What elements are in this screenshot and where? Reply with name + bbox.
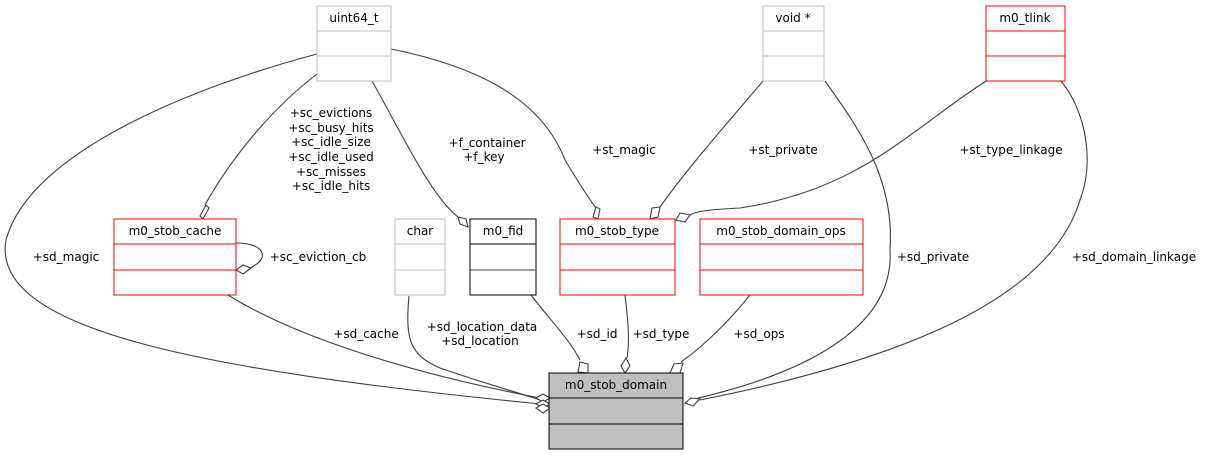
- edge-sd-domain-linkage: [699, 80, 1088, 401]
- edge-label-sd-cache: +sd_cache: [333, 327, 398, 341]
- diamond-icon: [577, 361, 589, 374]
- edge-label-sc-idle-size: +sc_idle_size: [291, 135, 371, 149]
- diamond-icon: [457, 216, 469, 228]
- edge-label-f-key: +f_key: [463, 150, 504, 164]
- class-name: char: [407, 224, 434, 238]
- class-name: m0_stob_type: [575, 224, 659, 238]
- edge-label-st-type-linkage: +st_type_linkage: [959, 143, 1062, 157]
- class-node-void-ptr[interactable]: void *: [762, 5, 825, 82]
- edge-label-sd-magic: +sd_magic: [33, 250, 100, 264]
- class-node-m0-fid[interactable]: m0_fid: [469, 218, 537, 296]
- edge-sd-cache: [227, 294, 541, 399]
- diamond-icon: [675, 212, 691, 223]
- class-node-m0-stob-domain[interactable]: m0_stob_domain: [548, 372, 684, 450]
- edge-sd-magic: [4, 53, 541, 405]
- class-node-m0-stob-type[interactable]: m0_stob_type: [559, 218, 676, 296]
- edge-sd-private: [689, 80, 892, 401]
- class-name: m0_stob_domain: [565, 378, 667, 392]
- edge-label-sd-private: +sd_private: [897, 250, 969, 264]
- edge-label-f-container: +f_container: [448, 136, 525, 150]
- edge-sd-type: [624, 294, 630, 359]
- class-node-uint64-t[interactable]: uint64_t: [316, 5, 392, 82]
- edges: [4, 48, 1088, 405]
- class-name: m0_tlink: [999, 11, 1050, 25]
- edge-sc-eviction-cb: [235, 242, 263, 271]
- diamond-icon: [592, 206, 601, 220]
- edge-label-sd-location: +sd_location: [441, 334, 519, 348]
- edge-sc-counters: [204, 73, 318, 206]
- edge-label-sc-misses: +sc_misses: [296, 165, 366, 179]
- edge-sd-id: [530, 294, 581, 361]
- edge-st-private: [659, 80, 764, 208]
- class-name: m0_stob_cache: [129, 224, 222, 238]
- edge-label-sc-evictions: +sc_evictions: [290, 106, 373, 120]
- edge-label-sd-type: +sd_type: [633, 327, 690, 341]
- edge-label-sd-location-data: +sd_location_data: [427, 320, 538, 334]
- edge-label-sd-ops: +sd_ops: [733, 327, 784, 341]
- edge-label-sc-busy-hits: +sc_busy_hits: [288, 121, 373, 135]
- edge-f-container-key: [371, 80, 459, 218]
- edge-sd-location: [407, 295, 541, 401]
- class-node-m0-stob-cache[interactable]: m0_stob_cache: [113, 218, 237, 296]
- class-node-m0-stob-domain-ops[interactable]: m0_stob_domain_ops: [699, 218, 864, 296]
- diamond-icon: [620, 356, 631, 375]
- class-name: void *: [775, 11, 810, 25]
- edge-label-st-private: +st_private: [748, 143, 817, 157]
- class-name: m0_fid: [483, 224, 524, 238]
- class-node-m0-tlink[interactable]: m0_tlink: [985, 5, 1066, 82]
- class-node-char[interactable]: char: [394, 218, 446, 296]
- diamond-icon: [669, 362, 684, 374]
- edge-label-sc-idle-hits: +sc_idle_hits: [292, 179, 370, 193]
- edge-st-type-linkage: [687, 80, 987, 217]
- edge-label-sd-id: +sd_id: [577, 327, 618, 341]
- diamond-icon: [649, 206, 661, 220]
- edge-label-sd-domain-linkage: +sd_domain_linkage: [1072, 250, 1196, 264]
- diamond-icon: [683, 397, 702, 407]
- edge-st-magic: [390, 48, 597, 209]
- edge-sd-ops: [680, 294, 751, 363]
- edge-label-sc-eviction-cb: +sc_eviction_cb: [270, 250, 367, 264]
- diamond-icon: [234, 264, 253, 275]
- diamond-icon: [199, 204, 210, 220]
- class-name: m0_stob_domain_ops: [716, 224, 845, 238]
- edge-label-st-magic: +st_magic: [592, 143, 656, 157]
- class-name: uint64_t: [329, 11, 379, 25]
- edge-label-sc-idle-used: +sc_idle_used: [288, 150, 373, 164]
- edge-labels: +sd_magic +sc_evictions +sc_busy_hits +s…: [33, 106, 1196, 348]
